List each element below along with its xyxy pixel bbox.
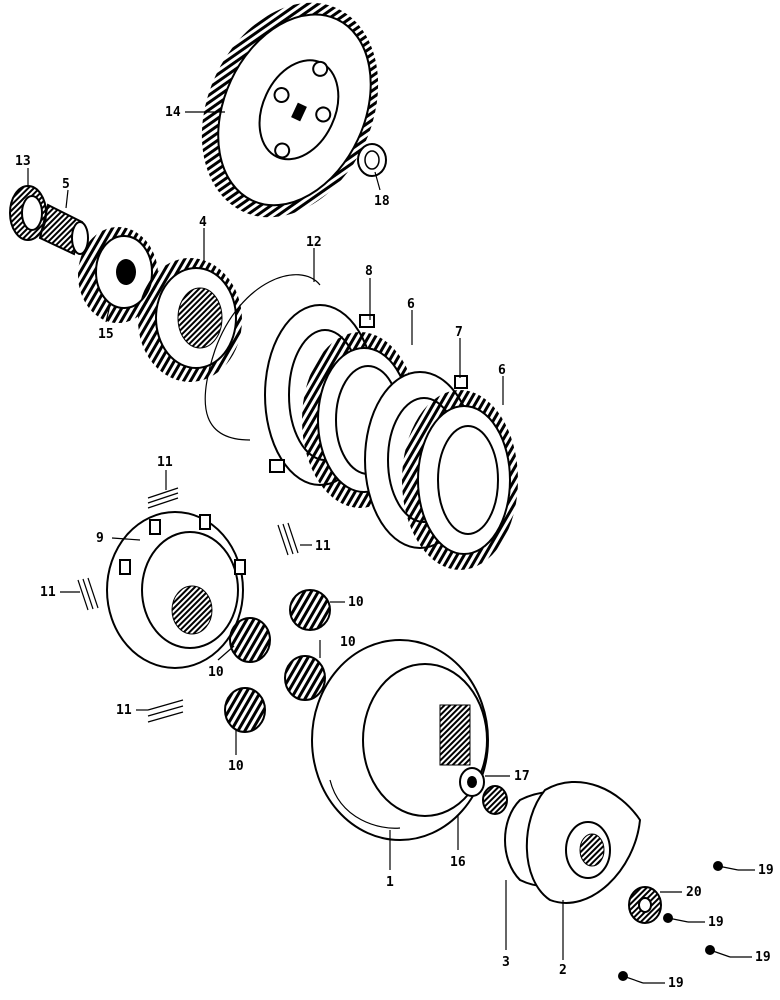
callout-20: 20 xyxy=(686,885,702,900)
cover-plate xyxy=(525,781,642,904)
spring-large-3 xyxy=(284,655,326,701)
callout-6-lower: 6 xyxy=(498,363,506,378)
callout-14: 14 xyxy=(165,105,181,120)
callout-19-d: 19 xyxy=(668,976,684,991)
spring-large-1 xyxy=(289,589,331,631)
collar xyxy=(482,785,508,815)
needle-bearing xyxy=(38,203,89,256)
spring-large-2 xyxy=(229,617,271,663)
pinion-gear xyxy=(78,227,158,323)
spring-small-4 xyxy=(147,699,184,723)
spring-small-1 xyxy=(147,487,179,509)
callout-11-top: 11 xyxy=(157,455,173,470)
callout-5: 5 xyxy=(62,177,70,192)
clutch-sprocket xyxy=(138,258,242,382)
circlip xyxy=(357,143,387,177)
callout-11-left: 11 xyxy=(40,585,56,600)
callout-10-bottom: 10 xyxy=(228,759,244,774)
callout-9: 9 xyxy=(96,531,104,546)
callout-7: 7 xyxy=(455,325,463,340)
callout-15: 15 xyxy=(98,327,114,342)
callout-10-right: 10 xyxy=(340,635,356,650)
callout-17: 17 xyxy=(514,769,530,784)
callout-16: 16 xyxy=(450,855,466,870)
screw-4 xyxy=(618,971,644,984)
ball-bearing xyxy=(628,886,662,924)
spring-small-3 xyxy=(77,577,99,611)
leader-lines xyxy=(27,111,755,984)
callout-10-mid: 10 xyxy=(208,665,224,680)
wire-ring xyxy=(204,274,321,441)
clutch-housing xyxy=(311,639,489,841)
callout-11-right: 11 xyxy=(315,539,331,554)
callout-13: 13 xyxy=(15,154,31,169)
screw-1 xyxy=(713,861,739,871)
callout-8: 8 xyxy=(365,264,373,279)
callout-18: 18 xyxy=(374,194,390,209)
callout-10-right-top: 10 xyxy=(348,595,364,610)
callout-12: 12 xyxy=(306,235,322,250)
callout-19-a: 19 xyxy=(758,863,774,878)
callout-19-b: 19 xyxy=(708,915,724,930)
driven-gear xyxy=(201,2,379,218)
spring-large-4 xyxy=(224,687,266,733)
clutch-center xyxy=(106,511,246,669)
screw-3 xyxy=(705,945,731,958)
callout-3: 3 xyxy=(502,955,510,970)
callout-11-bottom: 11 xyxy=(116,703,132,718)
callout-6-upper: 6 xyxy=(407,297,415,312)
callout-2: 2 xyxy=(559,963,567,978)
screw-2 xyxy=(663,913,689,923)
friction-disc-lower xyxy=(402,390,518,570)
callout-19-c: 19 xyxy=(755,950,771,965)
lock-nut xyxy=(459,767,485,797)
spring-small-2 xyxy=(277,522,299,556)
callout-1: 1 xyxy=(386,875,394,890)
callout-4: 4 xyxy=(199,215,207,230)
